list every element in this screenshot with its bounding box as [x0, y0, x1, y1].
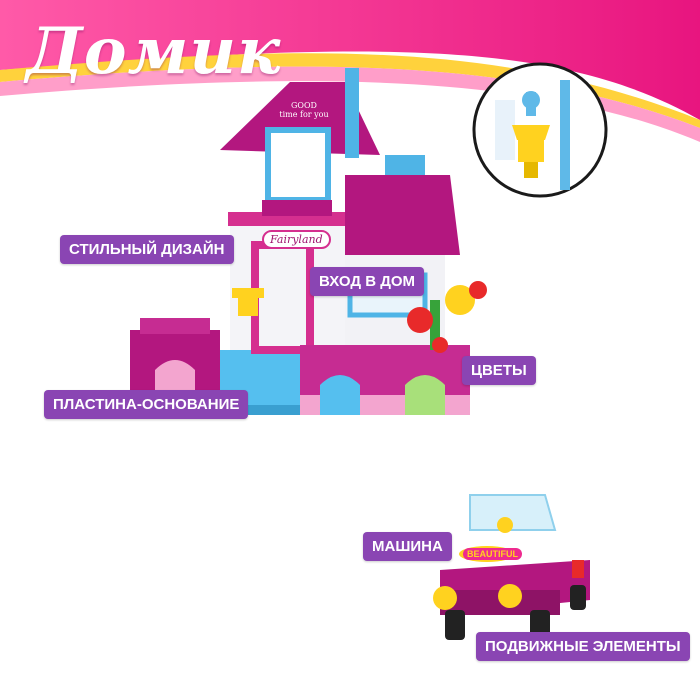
car-sign: BEAUTIFUL — [463, 548, 522, 560]
house-sign: Fairyland — [262, 230, 331, 249]
label-entrance: ВХОД В ДОМ — [310, 267, 425, 296]
label-flowers: ЦВЕТЫ — [462, 356, 536, 385]
left-roof — [220, 68, 380, 216]
flowers — [407, 281, 487, 353]
front-wall — [300, 345, 470, 415]
label-base-plate: ПЛАСТИНА-ОСНОВАНИЕ — [44, 390, 249, 419]
label-car: МАШИНА — [363, 532, 452, 561]
right-roof — [345, 155, 460, 255]
label-stylish-design: СТИЛЬНЫЙ ДИЗАЙН — [60, 235, 234, 264]
lamp-detail-circle — [472, 62, 608, 198]
left-wall — [130, 318, 220, 390]
yellow-lamp — [232, 288, 264, 316]
roof-sign: GOOD time for you — [279, 101, 329, 119]
toy-car — [433, 494, 590, 640]
page-title: Домик — [26, 14, 282, 89]
label-moving-parts: ПОДВИЖНЫЕ ЭЛЕМЕНТЫ — [476, 632, 690, 661]
